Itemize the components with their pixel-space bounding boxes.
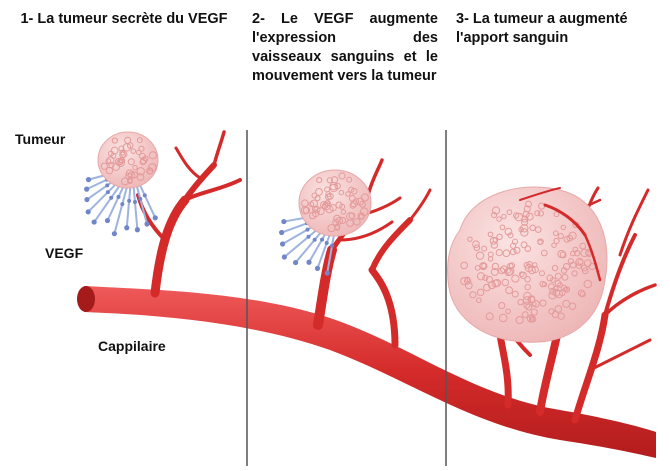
vegf-molecule [320,238,324,242]
vegf-molecule [307,235,311,239]
vegf-molecule [105,183,109,187]
vegf-molecule [306,260,311,265]
vegf-molecule [280,241,285,246]
tumor-panel2 [299,170,371,236]
vegf-label: VEGF [45,245,83,261]
vegf-molecule [86,209,91,214]
vegf-molecule [86,177,91,182]
vegf-molecule [135,227,140,232]
vegf-molecule [112,231,117,236]
vegf-molecule [281,219,286,224]
vegf-molecule [325,270,330,275]
vegf-molecule [279,230,284,235]
capillary-end [77,286,95,312]
vegf-molecule [109,196,113,200]
vegf-molecule [143,193,147,197]
vegf-molecule [105,218,110,223]
vegf-molecule [315,266,320,271]
tumor-panel1 [98,132,158,188]
tumor-panel3 [448,187,607,342]
panel1-caption: 1- La tumeur secrète du VEGF [14,10,234,29]
panel2-caption: 2- Le VEGF augmente l'expression des vai… [252,10,438,86]
vegf-molecule [313,238,317,242]
panel3-caption: 3- La tumeur a augmenté l'apport sanguin [456,10,666,48]
vegf-molecule [84,197,89,202]
vegf-molecule [293,260,298,265]
vegf-molecule [138,197,142,201]
vegf-molecule [306,228,310,232]
vegf-molecule [133,200,137,204]
vegf-molecule [92,219,97,224]
vegf-molecule [144,221,149,226]
vegf-molecule [124,225,129,230]
vegf-molecule [153,215,158,220]
vegf-molecule [106,190,110,194]
vegf-molecule [127,199,131,203]
vegf-molecule [117,195,121,199]
vegf-molecule [325,241,329,245]
tumor-label: Tumeur [15,131,65,147]
capillary-label: Cappilaire [98,338,166,354]
vegf-molecule [330,244,334,248]
vegf-molecule [282,254,287,259]
vegf-molecule [84,187,89,192]
vegf-molecule [120,202,124,206]
